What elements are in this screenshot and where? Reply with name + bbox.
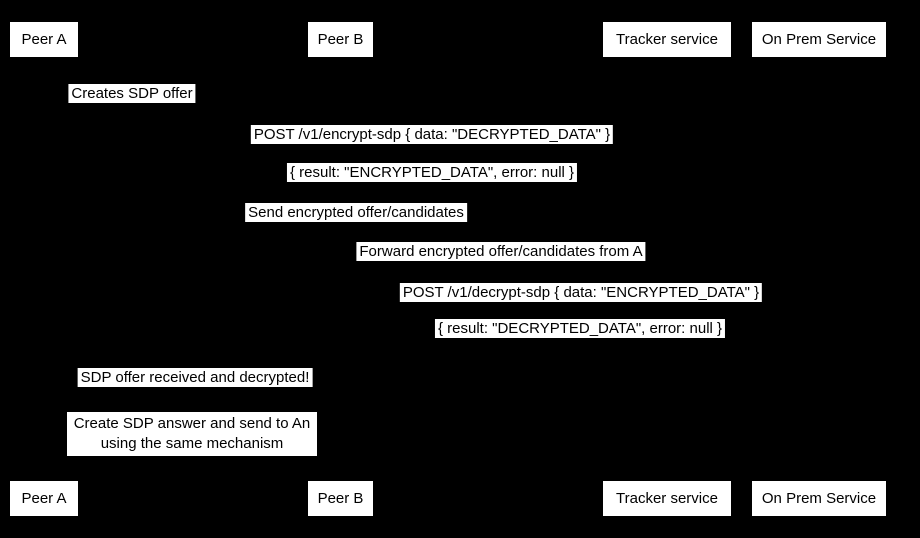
- actor-peer-b-top: Peer B: [308, 22, 373, 57]
- actor-on-prem-service-bottom: On Prem Service: [752, 481, 886, 516]
- note-line-1: Create SDP answer and send to An: [73, 415, 311, 432]
- actor-tracker-service-bottom: Tracker service: [603, 481, 731, 516]
- message-creates-sdp-offer: Creates SDP offer: [68, 84, 196, 103]
- actor-tracker-service-top: Tracker service: [603, 22, 731, 57]
- message-decrypt-sdp-result: { result: "DECRYPTED_DATA", error: null …: [434, 319, 726, 338]
- message-post-decrypt-sdp: POST /v1/decrypt-sdp { data: "ENCRYPTED_…: [399, 283, 763, 302]
- note-line-2: using the same mechanism: [100, 435, 284, 452]
- message-forward-encrypted-offer: Forward encrypted offer/candidates from …: [356, 242, 646, 261]
- actor-on-prem-service-top: On Prem Service: [752, 22, 886, 57]
- message-send-encrypted-offer: Send encrypted offer/candidates: [245, 203, 467, 222]
- actor-peer-a-top: Peer A: [10, 22, 78, 57]
- message-sdp-offer-received: SDP offer received and decrypted!: [77, 368, 313, 387]
- create-sdp-answer-note: Create SDP answer and send to An using t…: [67, 412, 317, 456]
- message-encrypt-sdp-result: { result: "ENCRYPTED_DATA", error: null …: [286, 163, 578, 182]
- actor-peer-a-bottom: Peer A: [10, 481, 78, 516]
- message-post-encrypt-sdp: POST /v1/encrypt-sdp { data: "DECRYPTED_…: [250, 125, 614, 144]
- actor-peer-b-bottom: Peer B: [308, 481, 373, 516]
